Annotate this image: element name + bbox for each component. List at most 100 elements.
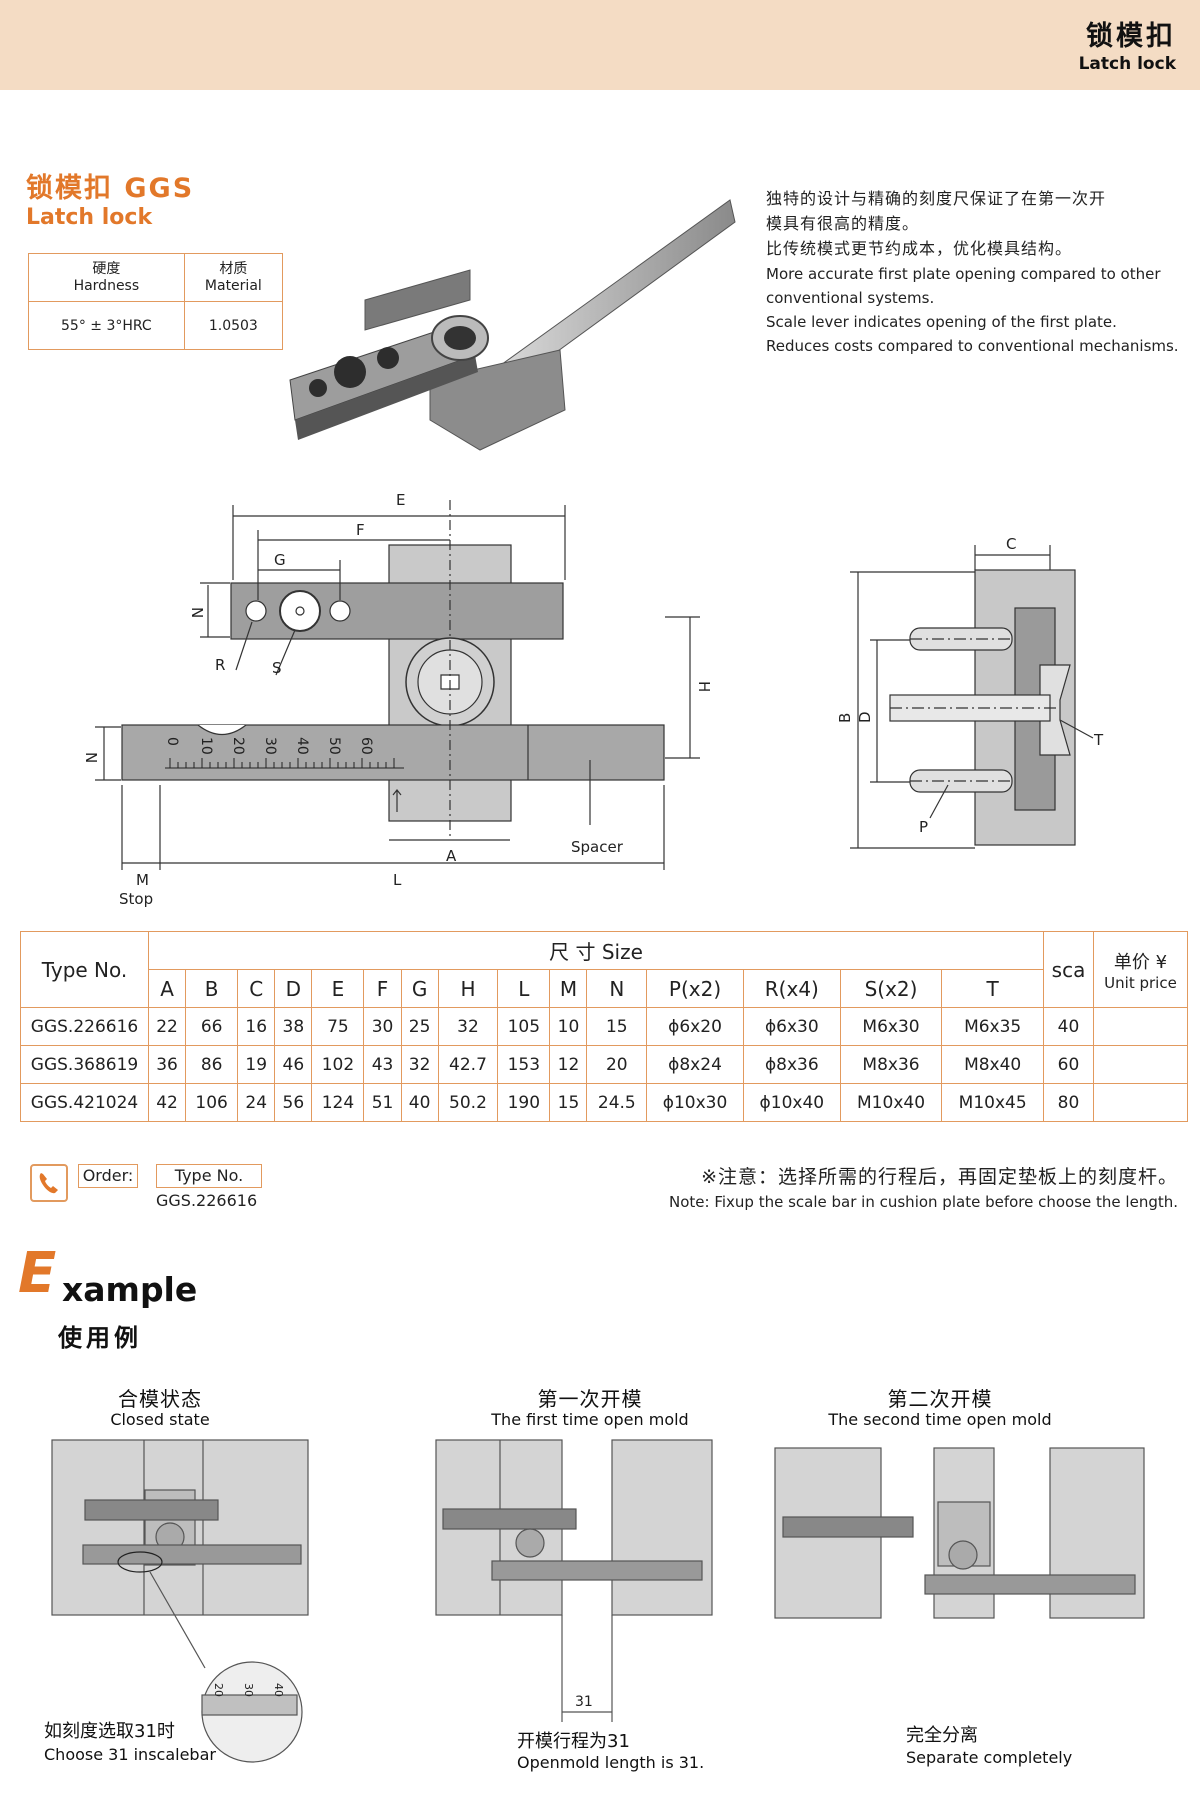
desc-en-4: Reduces costs compared to conventional m… (766, 337, 1179, 355)
col-header: R(x4) (742, 969, 841, 1008)
example-heading-cn: 使用例 (58, 1324, 142, 1352)
svg-text:30: 30 (262, 737, 278, 755)
svg-text:E: E (396, 491, 405, 509)
svg-text:N: N (82, 752, 100, 763)
col-header: H (437, 969, 499, 1008)
foot1-cn: 如刻度选取31时 (44, 1721, 175, 1742)
panel-second-title-en: The second time open mold (828, 1410, 1052, 1429)
svg-text:H: H (695, 681, 713, 692)
header-title-cn: 锁模扣 (1086, 21, 1176, 52)
size-col-headers: A B C D E F G H L M N P(x2) R(x4) S(x2) … (21, 969, 1188, 1008)
desc-cn-1: 独特的设计与精确的刻度尺保证了在第一次开 (766, 189, 1107, 208)
product-description: 独特的设计与精确的刻度尺保证了在第一次开 模具有很高的精度。 比传统模式更节约成… (766, 186, 1196, 357)
foot1-en: Choose 31 inscalebar (44, 1745, 216, 1764)
svg-text:G: G (274, 551, 286, 569)
desc-en-2: conventional systems. (766, 289, 935, 307)
foot2-en: Openmold length is 31. (517, 1753, 705, 1772)
col-header: S(x2) (839, 969, 943, 1008)
size-table: Type No. 尺 寸 Size sca 单价 ¥Unit price A B… (20, 931, 1188, 1122)
col-header: G (400, 969, 439, 1008)
order-type-label: Type No. (156, 1164, 262, 1188)
foot3-en: Separate completely (906, 1748, 1073, 1767)
front-view-labels: E F G N R S H N A Spacer M Stop L (82, 491, 713, 908)
table-row: GGS.226616 22 66 16 38 75 30 25 32 105 1… (20, 1007, 1188, 1046)
front-view-scale (169, 758, 395, 768)
foot3-cn: 完全分离 (906, 1725, 978, 1746)
example-second-open-view (774, 1447, 1145, 1619)
col-header: L (497, 969, 551, 1008)
phone-icon (30, 1164, 68, 1202)
svg-text:B: B (836, 713, 854, 723)
example-zoom-scale: 20 30 40 (212, 1683, 285, 1697)
svg-text:C: C (1006, 535, 1016, 553)
front-view-drawing (95, 500, 700, 870)
panel-first-title-en: The first time open mold (491, 1410, 689, 1429)
panel-closed-title-en: Closed state (110, 1410, 210, 1429)
svg-text:N: N (188, 607, 206, 618)
svg-text:60: 60 (358, 737, 374, 755)
desc-cn-3: 比传统模式更节约成本，优化模具结构。 (766, 239, 1073, 258)
product-title: 锁模扣 GGS (26, 173, 195, 204)
desc-en-1: More accurate first plate opening compar… (766, 265, 1161, 283)
svg-text:D: D (856, 711, 874, 723)
desc-en-3: Scale lever indicates opening of the fir… (766, 313, 1117, 331)
col-header: E (311, 969, 365, 1008)
svg-text:L: L (393, 871, 402, 889)
desc-cn-2: 模具有很高的精度。 (766, 214, 920, 233)
svg-text:Stop: Stop (119, 890, 153, 908)
col-header: B (185, 969, 239, 1008)
scale-numbers: 0 10 20 30 40 50 60 (164, 737, 374, 755)
svg-text:30: 30 (242, 1683, 255, 1697)
col-header: A (147, 969, 187, 1008)
svg-text:40: 40 (272, 1683, 285, 1697)
svg-text:R: R (215, 656, 225, 674)
type-no-header: Type No. (20, 931, 149, 1008)
example-heading-initial: E (18, 1241, 57, 1306)
product-photo (289, 199, 736, 451)
col-header: F (363, 969, 402, 1008)
svg-text:M: M (136, 871, 149, 889)
svg-text:T: T (1093, 731, 1104, 749)
product-subtitle: Latch lock (26, 205, 153, 230)
side-view-drawing (850, 545, 1094, 849)
col-header: T (941, 969, 1044, 1008)
order-label: Order: (78, 1164, 138, 1188)
svg-text:50: 50 (326, 737, 342, 755)
hardness-value: 55° ± 3°HRC (28, 301, 185, 350)
example-first-open-view (435, 1439, 713, 1722)
side-view-labels: C B D T P (836, 535, 1104, 836)
example-heading: xample (62, 1270, 198, 1309)
svg-text:10: 10 (198, 737, 214, 755)
material-value: 1.0503 (183, 301, 284, 350)
example-dim-31: 31 (575, 1694, 593, 1710)
order-code: GGS.226616 (156, 1191, 258, 1210)
svg-text:40: 40 (294, 737, 310, 755)
col-header: N (586, 969, 648, 1008)
header-band (0, 0, 1200, 90)
col-header: M (549, 969, 588, 1008)
header-title-en: Latch lock (1078, 54, 1176, 74)
sca-header: sca (1043, 931, 1094, 1008)
svg-text:A: A (446, 847, 457, 865)
svg-text:P: P (919, 818, 928, 836)
table-row: GGS.368619 36 86 19 46 102 43 32 42.7 15… (20, 1045, 1188, 1084)
col-header: C (237, 969, 276, 1008)
panel-second-title-cn: 第二次开模 (887, 1387, 993, 1411)
col-header: P(x2) (646, 969, 744, 1008)
table-row: GGS.421024 42 106 24 56 124 51 40 50.2 1… (20, 1083, 1188, 1122)
svg-text:Spacer: Spacer (571, 838, 624, 856)
svg-text:S: S (272, 659, 282, 677)
example-closed-view (51, 1439, 309, 1763)
svg-text:20: 20 (230, 737, 246, 755)
note-cn: ※注意：选择所需的行程后，再固定垫板上的刻度杆。 (701, 1166, 1178, 1188)
foot2-cn: 开模行程为31 (517, 1731, 630, 1752)
size-header: 尺 寸 Size (148, 931, 1044, 970)
panel-first-title-cn: 第一次开模 (537, 1387, 643, 1411)
panel-closed-title-cn: 合模状态 (118, 1387, 202, 1411)
svg-text:0: 0 (164, 737, 180, 746)
unit-price-header: 单价 ¥Unit price (1093, 931, 1188, 1008)
